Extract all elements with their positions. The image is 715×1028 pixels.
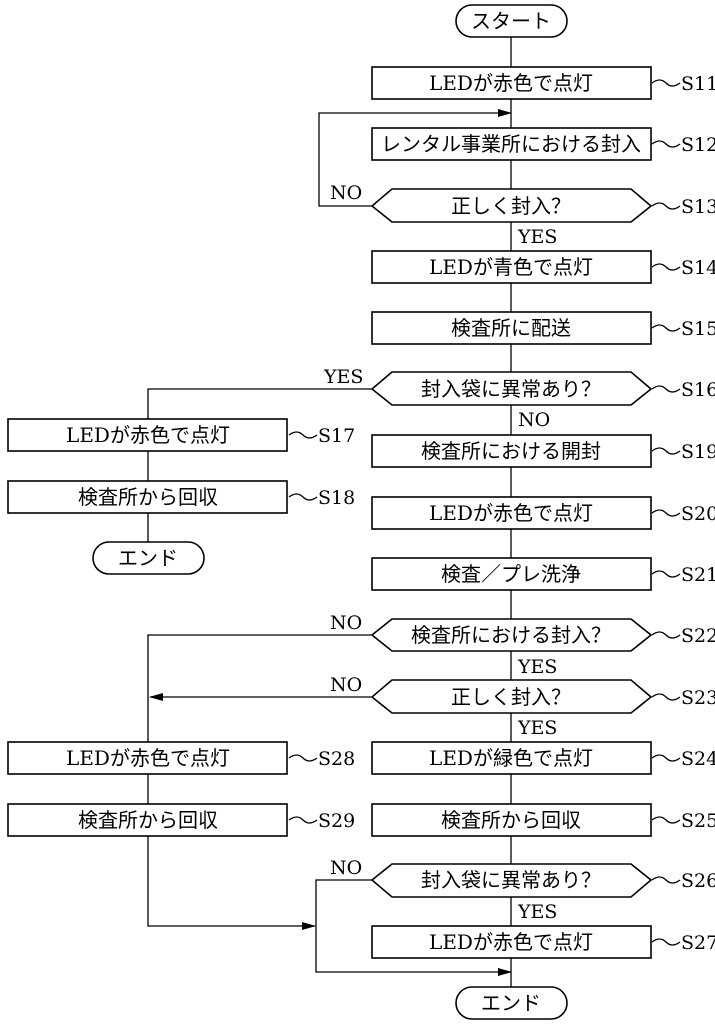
branch-s16-yes: YES xyxy=(323,366,363,388)
branch-s22-yes: YES xyxy=(517,656,557,678)
step-label-s26: S26 xyxy=(681,870,715,892)
s17-text: LEDが赤色で点灯 xyxy=(66,423,230,447)
start-text: スタート xyxy=(471,9,551,33)
edge-s29-merge xyxy=(148,836,315,926)
step-label-s21: S21 xyxy=(681,564,715,586)
step-label-s29: S29 xyxy=(318,810,355,832)
s27-text: LEDが赤色で点灯 xyxy=(429,930,593,954)
step-label-s23: S23 xyxy=(681,687,715,709)
s29-text: 検査所から回収 xyxy=(78,808,218,832)
s15-text: 検査所に配送 xyxy=(451,316,571,340)
s11-text: LEDが赤色で点灯 xyxy=(429,71,593,95)
end2-text: エンド xyxy=(481,991,541,1015)
s16-text: 封入袋に異常あり？ xyxy=(421,377,601,401)
step-label-s27: S27 xyxy=(681,932,715,954)
branch-s26-yes: YES xyxy=(517,901,557,923)
s25-text: 検査所から回収 xyxy=(441,808,581,832)
leader-s11 xyxy=(652,80,680,86)
edge-s16-yes xyxy=(148,389,372,419)
leader-s25 xyxy=(652,817,680,823)
step-label-s20: S20 xyxy=(681,503,715,525)
branch-s13-yes: YES xyxy=(517,226,557,248)
leader-s20 xyxy=(652,510,680,516)
step-label-s14: S14 xyxy=(681,257,715,279)
leader-s23 xyxy=(652,694,680,700)
leader-s29 xyxy=(289,817,317,823)
step-label-s24: S24 xyxy=(681,748,715,770)
branch-s16-no: NO xyxy=(518,409,550,431)
branch-s23-no: NO xyxy=(330,674,362,696)
s28-text: LEDが赤色で点灯 xyxy=(66,746,230,770)
leader-s24 xyxy=(652,755,680,761)
leader-s27 xyxy=(652,939,680,945)
leader-s22 xyxy=(652,632,680,638)
branch-s26-no: NO xyxy=(330,857,362,879)
leader-s17 xyxy=(289,432,317,438)
s20-text: LEDが赤色で点灯 xyxy=(429,501,593,525)
leader-s21 xyxy=(652,571,680,577)
branch-s13-no: NO xyxy=(330,182,362,204)
leader-s28 xyxy=(289,755,317,761)
s12-text: レンタル事業所における封入 xyxy=(381,132,641,156)
step-label-s22: S22 xyxy=(681,625,715,647)
s18-text: 検査所から回収 xyxy=(78,485,218,509)
end1-text: エンド xyxy=(118,546,178,570)
leader-s16 xyxy=(652,386,680,392)
leader-s19 xyxy=(652,448,680,454)
step-label-s15: S15 xyxy=(681,318,715,340)
step-label-s19: S19 xyxy=(681,441,715,463)
s14-text: LEDが青色で点灯 xyxy=(429,255,593,279)
s26-text: 封入袋に異常あり？ xyxy=(421,868,601,892)
step-label-s16: S16 xyxy=(681,379,715,401)
step-label-s28: S28 xyxy=(318,748,355,770)
s19-text: 検査所における開封 xyxy=(421,439,601,463)
step-label-s25: S25 xyxy=(681,810,715,832)
leader-s15 xyxy=(652,325,680,331)
step-label-s13: S13 xyxy=(681,196,715,218)
s24-text: LEDが緑色で点灯 xyxy=(429,746,593,770)
step-label-s18: S18 xyxy=(318,487,355,509)
leader-s13 xyxy=(652,203,680,209)
branch-s23-yes: YES xyxy=(517,717,557,739)
leader-s12 xyxy=(652,141,680,147)
s22-text: 検査所における封入？ xyxy=(411,623,611,647)
step-label-s17: S17 xyxy=(318,425,355,447)
step-label-s12: S12 xyxy=(681,134,715,156)
s23-text: 正しく封入？ xyxy=(451,685,571,709)
branch-s22-no: NO xyxy=(330,612,362,634)
s21-text: 検査／プレ洗浄 xyxy=(441,562,581,586)
leader-s14 xyxy=(652,264,680,270)
step-label-s11: S11 xyxy=(681,73,715,95)
s13-text: 正しく封入？ xyxy=(451,194,571,218)
leader-s18 xyxy=(289,494,317,500)
leader-s26 xyxy=(652,877,680,883)
